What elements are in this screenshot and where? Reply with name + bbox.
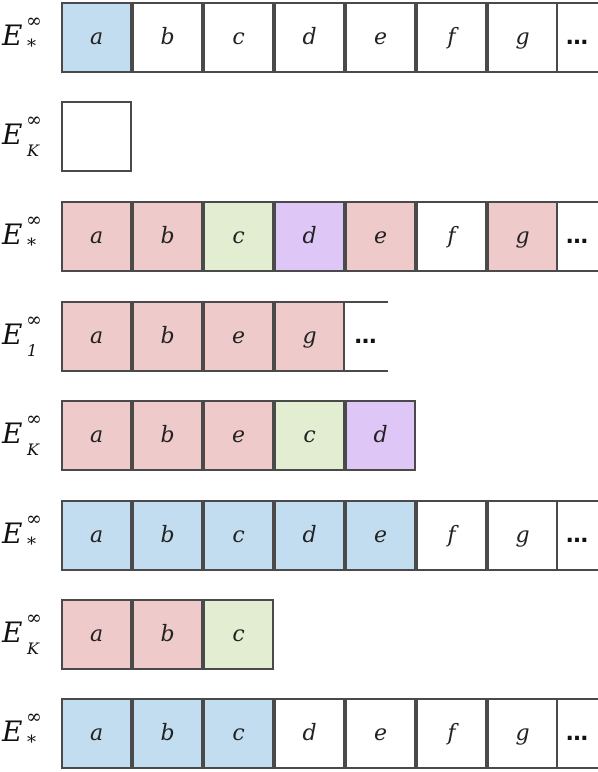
- row-label: E∞ 1: [0, 301, 58, 371]
- row-label: E∞ K: [0, 400, 58, 470]
- ellipsis-cell: …: [557, 698, 598, 769]
- label-base: E: [2, 715, 23, 748]
- label-base: E: [2, 318, 23, 351]
- ellipsis-cell: …: [557, 201, 598, 272]
- label-subscript: K: [27, 440, 39, 459]
- sequence-cell: g: [487, 698, 558, 769]
- sequence-cell: c: [203, 201, 274, 272]
- sequence-cell: g: [274, 301, 345, 372]
- ellipsis-cell: …: [557, 2, 598, 73]
- sequence-cell: c: [203, 500, 274, 571]
- sequence-cell: c: [203, 698, 274, 769]
- row-label: E∞ *: [0, 2, 58, 72]
- sequence-cell: a: [61, 400, 132, 471]
- label-superscript: ∞: [26, 607, 42, 629]
- sequence-cell: g: [487, 2, 558, 73]
- label-superscript: ∞: [26, 706, 42, 728]
- label-superscript: ∞: [26, 109, 42, 131]
- sequence-cell: a: [61, 2, 132, 73]
- label-superscript: ∞: [26, 10, 42, 32]
- label-superscript: ∞: [26, 408, 42, 430]
- sequence-cell: a: [61, 301, 132, 372]
- sequence-cell: d: [345, 400, 416, 471]
- row-label: E∞ *: [0, 698, 58, 768]
- label-subscript: *: [27, 235, 36, 256]
- row-label: E∞ K: [0, 599, 58, 669]
- label-subscript: *: [27, 732, 36, 753]
- sequence-cell: e: [345, 2, 416, 73]
- sequence-cell: f: [416, 698, 487, 769]
- label-subscript: K: [27, 639, 39, 658]
- sequence-cell: a: [61, 698, 132, 769]
- sequence-cell: e: [203, 400, 274, 471]
- label-subscript: *: [27, 534, 36, 555]
- sequence-cell: b: [132, 2, 203, 73]
- sequence-cell: e: [345, 201, 416, 272]
- sequence-cell: f: [416, 500, 487, 571]
- label-base: E: [2, 19, 23, 52]
- sequence-cell: a: [61, 201, 132, 272]
- label-subscript: 1: [27, 341, 38, 360]
- sequence-cell: f: [416, 201, 487, 272]
- sequence-cell: e: [203, 301, 274, 372]
- label-subscript: K: [27, 141, 39, 160]
- sequence-cell: g: [487, 201, 558, 272]
- sequence-cell: a: [61, 500, 132, 571]
- sequence-cell: d: [274, 500, 345, 571]
- sequence-cell: b: [132, 400, 203, 471]
- sequence-cell: a: [61, 599, 132, 670]
- row-label: E∞ *: [0, 500, 58, 570]
- label-base: E: [2, 517, 23, 550]
- sequence-cell: g: [487, 500, 558, 571]
- sequence-cell: b: [132, 698, 203, 769]
- sequence-cell: b: [132, 201, 203, 272]
- label-base: E: [2, 218, 23, 251]
- label-superscript: ∞: [26, 309, 42, 331]
- ellipsis-cell: …: [557, 500, 598, 571]
- sequence-cell: d: [274, 201, 345, 272]
- label-superscript: ∞: [26, 508, 42, 530]
- sequence-cell: b: [132, 599, 203, 670]
- sequence-cell: d: [274, 2, 345, 73]
- row-label: E∞ K: [0, 101, 58, 171]
- row-label: E∞ *: [0, 201, 58, 271]
- sequence-cell: c: [274, 400, 345, 471]
- sequence-cell: [61, 101, 132, 172]
- sequence-cell: c: [203, 599, 274, 670]
- label-base: E: [2, 118, 23, 151]
- sequence-cell: b: [132, 301, 203, 372]
- sequence-cell: e: [345, 500, 416, 571]
- sequence-cell: c: [203, 2, 274, 73]
- label-superscript: ∞: [26, 209, 42, 231]
- label-base: E: [2, 616, 23, 649]
- label-base: E: [2, 417, 23, 450]
- sequence-cell: b: [132, 500, 203, 571]
- ellipsis-cell: …: [344, 301, 388, 372]
- label-subscript: *: [27, 36, 36, 57]
- sequence-cell: d: [274, 698, 345, 769]
- sequence-cell: f: [416, 2, 487, 73]
- sequence-cell: e: [345, 698, 416, 769]
